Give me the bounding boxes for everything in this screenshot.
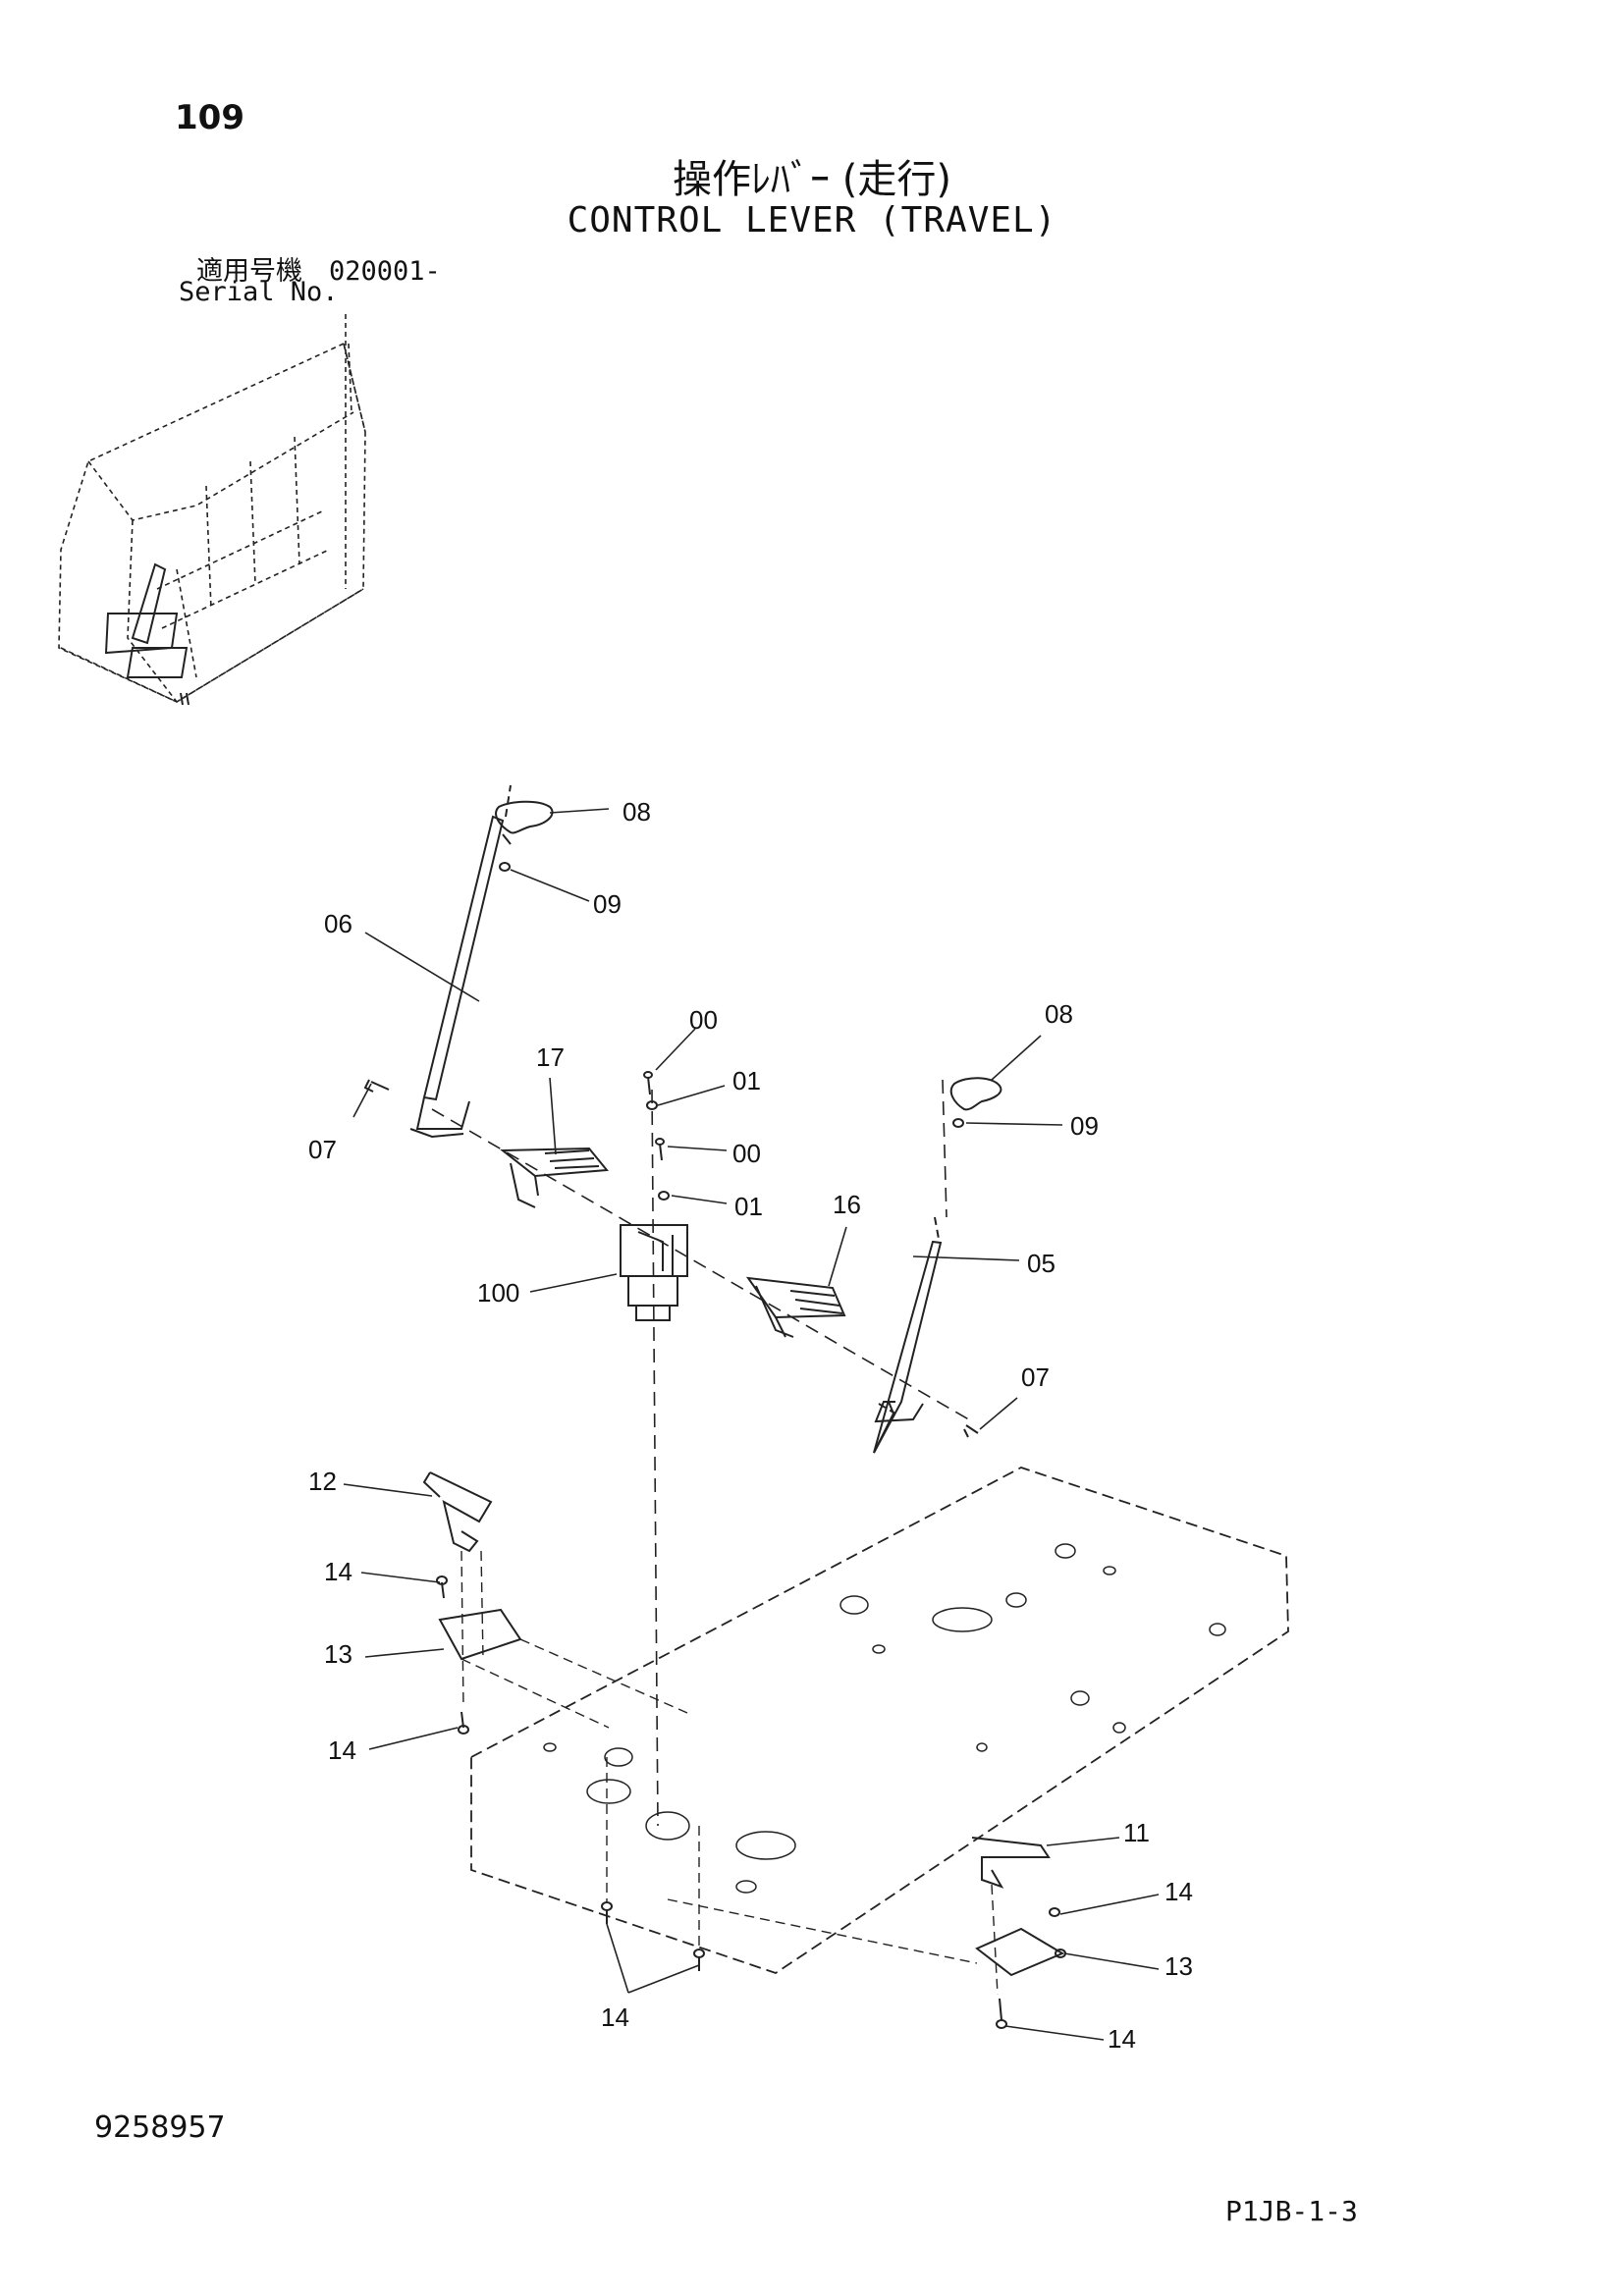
callout-09-right: 09 <box>1070 1111 1099 1141</box>
foot-pedal-left-12 <box>422 1471 493 1553</box>
callout-05: 05 <box>1027 1249 1056 1278</box>
callout-14-right-lower: 14 <box>1108 2024 1136 2054</box>
callout-100: 100 <box>477 1278 519 1308</box>
callout-01-lower: 01 <box>734 1192 763 1221</box>
bolt-14-right-upper <box>1049 1907 1060 1917</box>
pilot-valve-100 <box>620 1224 688 1321</box>
assembly-center-lines <box>431 1079 973 1827</box>
callout-12: 12 <box>308 1467 337 1496</box>
title-japanese: 操作ﾚﾊﾞｰ (走行) <box>673 157 951 202</box>
pedal-left-17 <box>500 1147 609 1208</box>
callout-13-right: 13 <box>1164 1951 1193 1981</box>
bottom-bolt-axes <box>606 1757 700 1949</box>
callout-14-right-upper: 14 <box>1164 1877 1193 1906</box>
lever-grip-right-08 <box>949 1077 1002 1111</box>
left-pedal-axis <box>460 1550 484 1709</box>
bolt-14-left-upper <box>436 1575 448 1599</box>
callout-16: 16 <box>833 1190 861 1219</box>
callout-08-left: 08 <box>623 797 651 827</box>
page-number: 109 <box>175 98 244 137</box>
callout-07-left: 07 <box>308 1135 337 1164</box>
callout-17: 17 <box>536 1042 565 1072</box>
serial-label-japanese: 適用号機 020001- <box>196 256 441 287</box>
callout-00-lower: 00 <box>732 1139 761 1168</box>
bolt-14-right-lower <box>996 1998 1007 2029</box>
callout-11: 11 <box>1123 1818 1150 1847</box>
bolt-00-upper <box>643 1071 653 1095</box>
pedal-right-16 <box>745 1276 846 1338</box>
plate-left-13 <box>438 1608 522 1661</box>
cab-floor-levers <box>104 562 189 706</box>
title-english: CONTROL LEVER (TRAVEL) <box>567 200 1057 240</box>
lever-grip-left-08 <box>495 800 554 845</box>
plate-right-13 <box>975 1927 1065 1977</box>
document-number: 9258957 <box>94 2110 226 2145</box>
right-plate-guides <box>667 1884 999 1996</box>
travel-lever-left <box>409 784 512 1139</box>
callout-14-bottom: 14 <box>601 2002 629 2032</box>
ring-left-09 <box>499 862 511 872</box>
callout-01-upper: 01 <box>732 1066 761 1095</box>
bolt-left-07 <box>363 1079 390 1093</box>
sheet-code: P1JB-1-3 <box>1225 2195 1358 2227</box>
callout-08-right: 08 <box>1045 999 1073 1029</box>
bolt-14-left-lower <box>458 1711 469 1735</box>
ring-right-09 <box>952 1118 964 1128</box>
washer-01-lower <box>658 1191 670 1201</box>
callout-09-left: 09 <box>593 889 622 919</box>
callout-06: 06 <box>324 909 352 938</box>
left-plate-guides <box>460 1638 688 1729</box>
foot-pedal-right-11 <box>971 1837 1051 1889</box>
callout-07-right: 07 <box>1021 1362 1050 1392</box>
travel-lever-right <box>873 1216 943 1454</box>
callout-leaders <box>343 808 1160 2041</box>
callout-14-upper-left: 14 <box>324 1557 352 1586</box>
bolt-14-bottom-b <box>693 1949 705 1971</box>
callout-00-upper: 00 <box>689 1005 718 1035</box>
bolt-00-lower <box>655 1138 665 1161</box>
floor-plate-holes <box>543 1543 1226 1894</box>
callout-14-lower-left: 14 <box>328 1735 356 1765</box>
serial-label-english: Serial No. <box>179 277 339 307</box>
bolt-right-07 <box>963 1424 979 1438</box>
floor-plate <box>470 1467 1289 1974</box>
bolt-14-bottom-a <box>601 1901 613 1924</box>
cab-overview-illustration <box>58 314 366 703</box>
callout-13-left: 13 <box>324 1639 352 1669</box>
